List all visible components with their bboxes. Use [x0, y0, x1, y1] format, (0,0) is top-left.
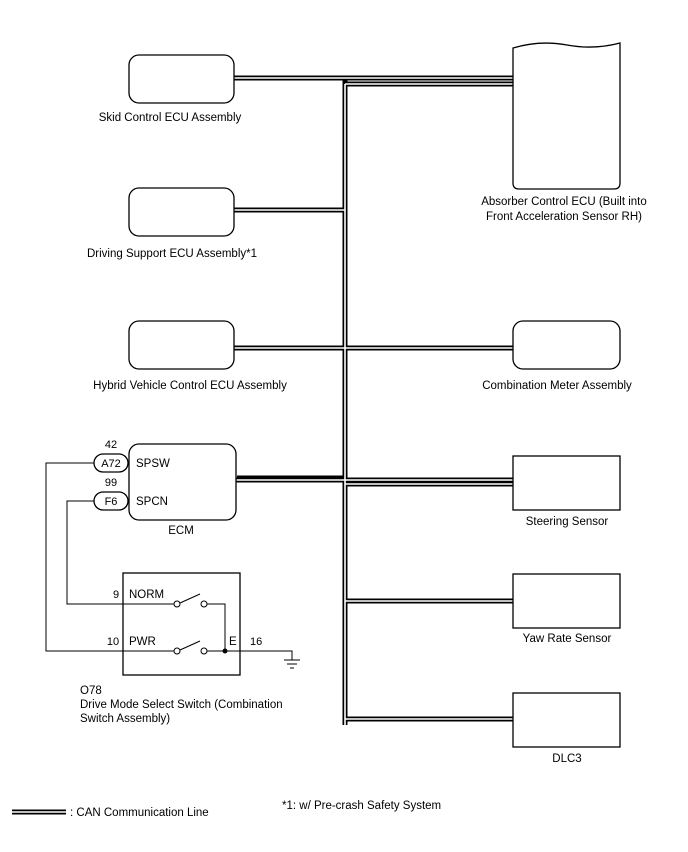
norm-contact-2: [200, 600, 208, 608]
norm-return: [207, 603, 226, 651]
can-bus: [234, 75, 513, 725]
spcn-terminal-label: SPCN: [136, 496, 168, 508]
ecm-label: ECM: [168, 525, 194, 537]
steering-sensor-label: Steering Sensor: [526, 516, 609, 528]
pwr-contact-1: [173, 647, 181, 655]
yaw-rate-sensor-label: Yaw Rate Sensor: [523, 633, 612, 645]
combination-meter-box: [512, 320, 621, 370]
hybrid-vehicle-ecu-label: Hybrid Vehicle Control ECU Assembly: [93, 380, 287, 392]
spsw-terminal-label: SPSW: [136, 458, 170, 470]
driving-support-ecu-label: Driving Support ECU Assembly*1: [87, 248, 257, 260]
combination-meter-label: Combination Meter Assembly: [482, 380, 632, 392]
can-line-legend-label: : CAN Communication Line: [70, 807, 209, 819]
ecm-box: [128, 443, 237, 521]
norm-contact-1: [173, 600, 181, 608]
norm-pin-number: 9: [113, 589, 119, 601]
pwr-pin-number: 10: [107, 636, 119, 648]
absorber-ecu-label-line2: Front Acceleration Sensor RH): [486, 211, 642, 223]
hybrid-vehicle-ecu-box: [128, 320, 235, 370]
spcn-wire: [66, 500, 123, 605]
dlc3-box: [512, 692, 621, 748]
steering-sensor-box: [512, 455, 621, 511]
dlc3-label: DLC3: [552, 753, 581, 765]
pwr-contact-2: [200, 647, 208, 655]
switch-connector-label: O78: [80, 685, 102, 697]
skid-control-ecu-box: [128, 54, 235, 104]
norm-label: NORM: [129, 589, 164, 601]
e-terminal-label: E: [229, 636, 237, 648]
pwr-label: PWR: [129, 636, 156, 648]
spsw-wire: [45, 462, 123, 652]
pwr-switch-blade: [179, 640, 201, 651]
switch-name-line2: Switch Assembly): [80, 713, 170, 725]
yaw-rate-sensor-box: [512, 573, 621, 629]
footnote: *1: w/ Pre-crash Safety System: [282, 800, 441, 812]
norm-switch-blade: [179, 593, 201, 604]
drive-mode-switch-box: [122, 572, 241, 676]
f6-connector-label: F6: [105, 496, 118, 508]
ground-wire: [207, 650, 293, 660]
a72-connector-label: A72: [101, 458, 121, 470]
spcn-pin-number: 99: [105, 477, 117, 489]
skid-control-ecu-label: Skid Control ECU Assembly: [99, 112, 242, 124]
spsw-pin-number: 42: [105, 439, 117, 451]
e-pin-number: 16: [250, 636, 262, 648]
switch-name-line1: Drive Mode Select Switch (Combination: [80, 699, 283, 711]
junction-dot: [222, 648, 228, 654]
driving-support-ecu-box: [128, 187, 235, 237]
ground-icon: [284, 659, 300, 669]
absorber-control-ecu-box: [512, 42, 621, 190]
absorber-ecu-label-line1: Absorber Control ECU (Built into: [481, 196, 647, 208]
